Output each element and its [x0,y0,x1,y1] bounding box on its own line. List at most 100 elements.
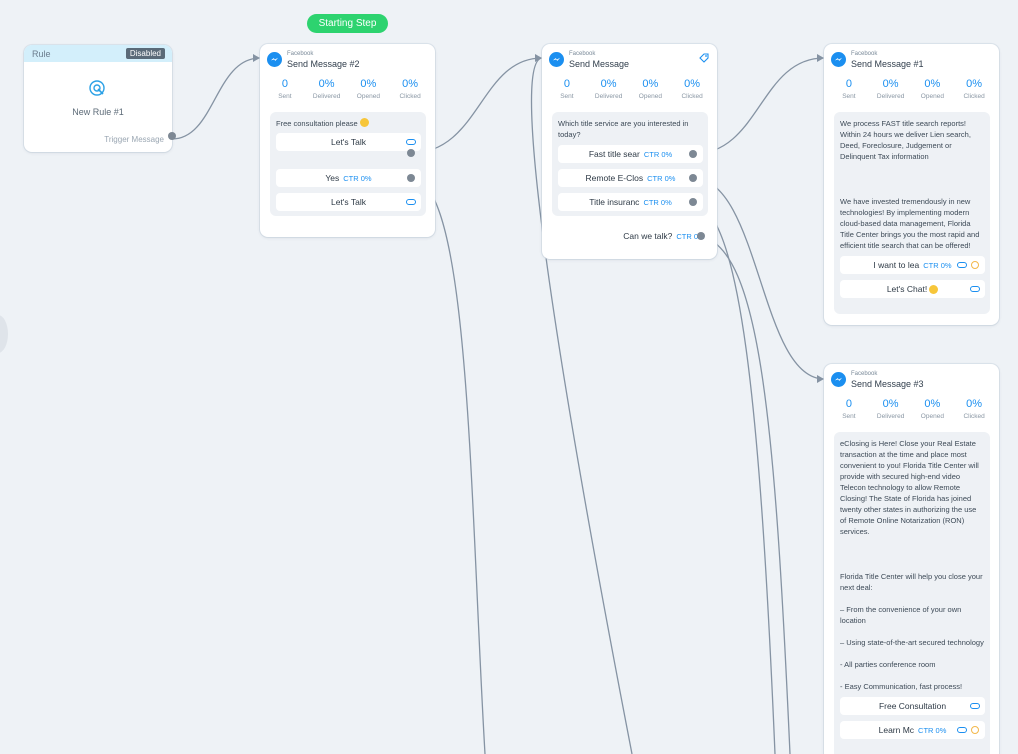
ctr-label: CTR 0% [643,149,673,159]
delivered-label: Delivered [876,413,905,420]
opened-value: 0% [924,78,941,90]
clicked-label: Clicked [681,93,703,100]
delivered-label: Delivered [876,93,905,100]
clicked-value: 0% [966,398,983,410]
platform-label: Facebook [287,51,314,57]
messenger-icon [831,372,846,387]
link-icon [970,703,980,709]
platform-label: Facebook [851,51,878,57]
clicked-value: 0% [966,78,983,90]
messenger-icon [549,52,564,67]
link-icon [406,139,416,145]
button-free-consultation[interactable]: Free Consultation [840,697,985,715]
message-text-4: – Using state-of-the-art secured technol… [840,638,984,647]
sent-value: 0 [845,78,852,90]
sent-value: 0 [281,78,288,90]
quick-reply-can-we-talk[interactable]: Can we talk?CTR 0% [620,227,708,245]
message-text-5: - All parties conference room [840,660,936,669]
delivered-label: Delivered [594,93,623,100]
link-icon [970,286,980,292]
button-lets-talk[interactable]: Let's Talk [276,133,421,151]
opened-label: Opened [920,93,944,100]
wire-msg2-down [410,177,486,754]
card-header: Facebook Send Message #1 [824,44,999,74]
card-title: Send Message #1 [851,59,924,69]
ctr-label: CTR 0% [343,173,372,183]
ctr-label: CTR 0% [676,231,705,241]
opened-label: Opened [920,413,944,420]
sent-label: Sent [842,413,856,420]
card-title: Send Message [569,59,630,69]
rule-name: New Rule #1 [72,107,124,117]
link-icon [406,199,416,205]
status-badge: Disabled [125,48,165,59]
card-title: Send Message #3 [851,379,924,389]
rule-trigger-icon [89,80,105,96]
smile-emoji-icon [359,118,369,127]
output-port[interactable] [689,174,697,182]
sent-value: 0 [845,398,852,410]
sent-label: Sent [278,93,292,100]
clicked-value: 0% [402,78,419,90]
opened-label: Opened [638,93,662,100]
output-port[interactable] [407,149,415,157]
smile-emoji-icon [929,284,939,294]
refresh-icon [971,726,979,734]
ctr-label: CTR 0% [647,173,676,183]
side-panel-handle[interactable] [0,315,8,353]
sent-value: 0 [563,78,570,90]
tag-icon[interactable] [698,52,710,64]
output-port[interactable] [689,150,697,158]
output-port[interactable] [407,174,415,182]
sent-label: Sent [560,93,574,100]
rule-header: Rule Disabled [24,45,172,62]
opened-value: 0% [360,78,377,90]
output-port[interactable] [689,198,697,206]
delivered-label: Delivered [312,93,341,100]
refresh-icon [971,261,979,269]
message-text: Free consultation please [276,118,420,129]
messenger-icon [267,52,282,67]
ctr-label: CTR 0% [918,725,947,735]
messenger-icon [831,52,846,67]
card-header: Facebook Send Message #3 [824,364,999,394]
button-lets-chat[interactable]: Let's Chat! [840,280,985,298]
output-port[interactable] [697,232,705,240]
ctr-label: CTR 0% [923,260,952,270]
delivered-value: 0% [882,398,899,410]
starting-step-badge: Starting Step [307,14,388,33]
opened-value: 0% [642,78,659,90]
message-text-1: We process FAST title search reports! Wi… [840,119,971,161]
opened-value: 0% [924,398,941,410]
wire-title-down [692,201,776,754]
message-text-6: - Easy Communication, fast process! [840,682,963,691]
link-icon [957,727,967,733]
rule-card[interactable]: Rule Disabled New Rule #1 Trigger Messag… [24,45,176,152]
platform-label: Facebook [569,51,596,57]
button-lets-talk-2[interactable]: Let's Talk [276,193,421,211]
card-title: Send Message #2 [287,59,360,69]
link-icon [957,262,967,268]
message-text: Which title service are you interested i… [558,119,689,139]
rule-title: Rule [32,48,51,59]
trigger-output-port[interactable] [168,132,176,140]
delivered-value: 0% [600,78,617,90]
trigger-message-label: Trigger Message [104,135,164,144]
message-text-2: Florida Title Center will help you close… [840,572,983,592]
ctr-label: CTR 0% [643,197,672,207]
delivered-value: 0% [882,78,899,90]
